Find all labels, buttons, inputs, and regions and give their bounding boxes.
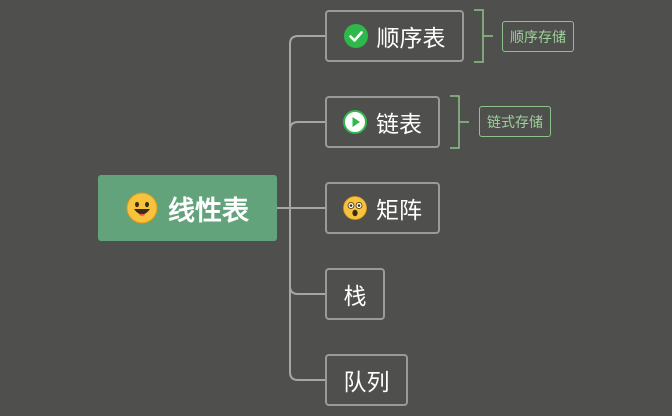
play-icon — [343, 110, 367, 134]
note-label-2: 链式存储 — [487, 114, 543, 131]
branch-line-spine — [289, 35, 299, 381]
child-node-1[interactable]: 顺序表 — [325, 10, 464, 62]
note-box-1[interactable]: 顺序存储 — [502, 21, 574, 52]
root-label: 线性表 — [168, 195, 249, 227]
child-label-3: 矩阵 — [376, 198, 422, 224]
child-label-1: 顺序表 — [376, 26, 446, 52]
note-label-1: 顺序存储 — [510, 29, 566, 46]
note-bracket-2 — [450, 95, 469, 149]
child-node-5[interactable]: 队列 — [325, 354, 408, 406]
smiley-face-icon — [126, 192, 158, 224]
surprised-face-icon — [343, 196, 367, 220]
branch-line-4 — [289, 285, 325, 295]
child-node-3[interactable]: 矩阵 — [325, 182, 440, 234]
branch-line-2 — [289, 121, 325, 131]
child-node-2[interactable]: 链表 — [325, 96, 440, 148]
note-box-2[interactable]: 链式存储 — [479, 106, 551, 137]
root-node[interactable]: 线性表 — [98, 175, 277, 241]
child-label-4: 栈 — [343, 284, 367, 310]
green-check-icon — [343, 24, 368, 48]
child-node-4[interactable]: 栈 — [325, 268, 385, 320]
child-label-5: 队列 — [343, 370, 390, 396]
note-bracket-1 — [474, 9, 493, 63]
child-label-2: 链表 — [376, 112, 422, 138]
